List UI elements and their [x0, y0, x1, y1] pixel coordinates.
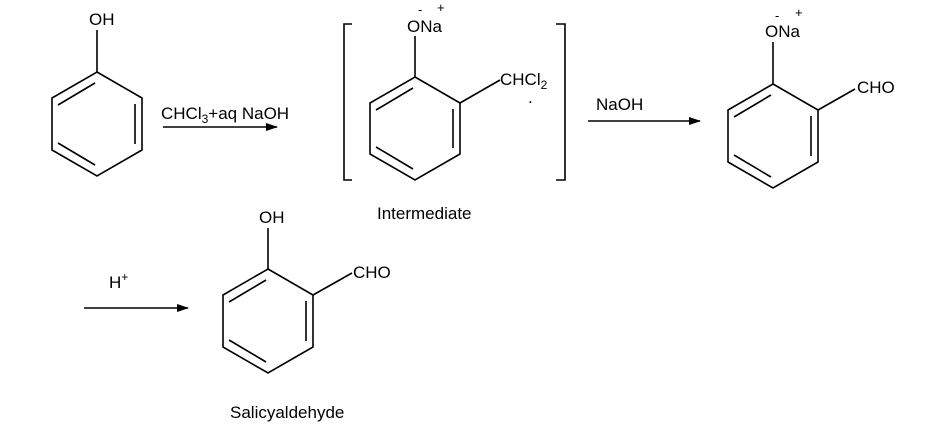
- reaction-step-3: H+: [84, 270, 189, 312]
- phenoxide-cho-bond: [817, 88, 856, 111]
- intermediate-stray-dot: .: [528, 88, 533, 107]
- phenoxide-aldehyde-molecule: ONa - + CHO: [727, 5, 895, 189]
- phenoxide-cho-label: CHO: [857, 78, 895, 97]
- reaction-step-1: CHCl3+aq NaOH: [161, 104, 289, 131]
- intermediate-molecule: ONa - + CHCl2 . Intermediate: [343, 0, 566, 223]
- right-bracket: [556, 23, 566, 181]
- phenoxide-ring-double-bond: [733, 94, 772, 118]
- phenoxide-ona-label: ONa: [765, 22, 801, 41]
- product-cho-bond: [312, 272, 353, 296]
- intermediate-ona-label: ONa: [407, 17, 443, 36]
- intermediate-ring: [369, 76, 461, 181]
- phenoxide-plus-charge: +: [795, 5, 803, 20]
- product-ring-double-bond: [228, 279, 267, 303]
- phenoxide-ring-double-bond: [733, 154, 772, 178]
- phenol-ring-double-bond: [57, 142, 96, 166]
- intermediate-caption: Intermediate: [377, 204, 472, 223]
- left-bracket: [343, 23, 352, 181]
- intermediate-plus-charge: +: [437, 0, 445, 15]
- product-ring-double-bond: [228, 339, 267, 363]
- product-caption: Salicyaldehyde: [230, 403, 344, 422]
- intermediate-ring-double-bond: [375, 87, 414, 111]
- phenoxide-ring: [727, 83, 819, 189]
- intermediate-minus-charge: -: [418, 2, 422, 17]
- salicylaldehyde-molecule: OH CHO Salicyaldehyde: [222, 208, 391, 422]
- intermediate-ring-double-bond: [375, 146, 414, 170]
- phenol-ring: [51, 71, 143, 177]
- product-oh-label: OH: [259, 208, 285, 227]
- product-ring: [222, 268, 314, 374]
- intermediate-chcl2-label: CHCl2: [500, 70, 548, 92]
- phenoxide-minus-charge: -: [775, 8, 779, 23]
- step2-reagent-label: NaOH: [596, 95, 643, 114]
- product-cho-label: CHO: [353, 263, 391, 282]
- step3-reagent-label: H+: [109, 270, 128, 292]
- intermediate-chcl2-bond: [459, 79, 501, 104]
- step1-reagent-label: CHCl3+aq NaOH: [161, 104, 289, 126]
- phenol-molecule: OH: [51, 10, 143, 177]
- phenol-oh-label: OH: [89, 10, 115, 29]
- phenol-ring-double-bond: [57, 82, 96, 106]
- reaction-step-2: NaOH: [588, 95, 701, 125]
